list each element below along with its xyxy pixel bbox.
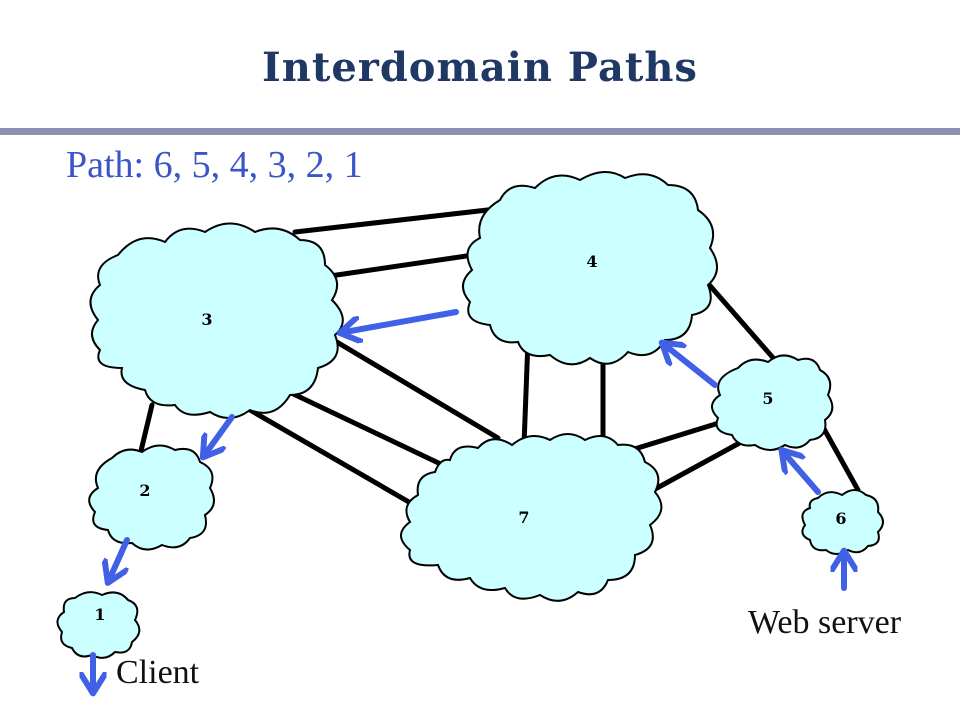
link-3-4-upper [292,205,508,235]
cloud-3: 3 [89,222,344,419]
path-label: Path: 6, 5, 4, 3, 2, 1 [66,144,363,186]
title-divider [0,128,960,135]
link-3-2 [137,402,155,458]
link-3-7-bottom [247,407,443,523]
cloud-6: 6 [801,489,884,555]
cloud-7: 7 [400,433,663,602]
node-label-1: 1 [94,605,105,624]
web-server-caption: Web server [748,604,902,641]
arrow-5-to-4 [666,346,718,388]
slide-title: Interdomain Paths [262,44,698,91]
node-label-3: 3 [201,310,212,329]
arrow-3-to-2 [206,414,235,453]
arrow-4-to-3 [345,309,459,332]
client-caption: Client [116,654,200,691]
cloud-5: 5 [711,354,834,451]
link-3-7-upper [317,329,501,441]
arrow-6-to-5 [785,454,821,495]
node-label-5: 5 [762,389,773,408]
cloud-2: 2 [88,444,215,551]
node-label-4: 4 [586,252,597,271]
cloud-4: 4 [462,171,718,366]
node-label-2: 2 [139,481,150,500]
node-label-6: 6 [835,509,846,528]
path-arrows [93,309,844,688]
cloud-1: 1 [56,591,141,659]
link-4-5 [702,277,778,363]
node-label-7: 7 [518,508,529,527]
arrow-2-to-1 [110,537,130,578]
link-4-7-left [521,337,531,448]
link-3-4-lower [327,251,483,279]
